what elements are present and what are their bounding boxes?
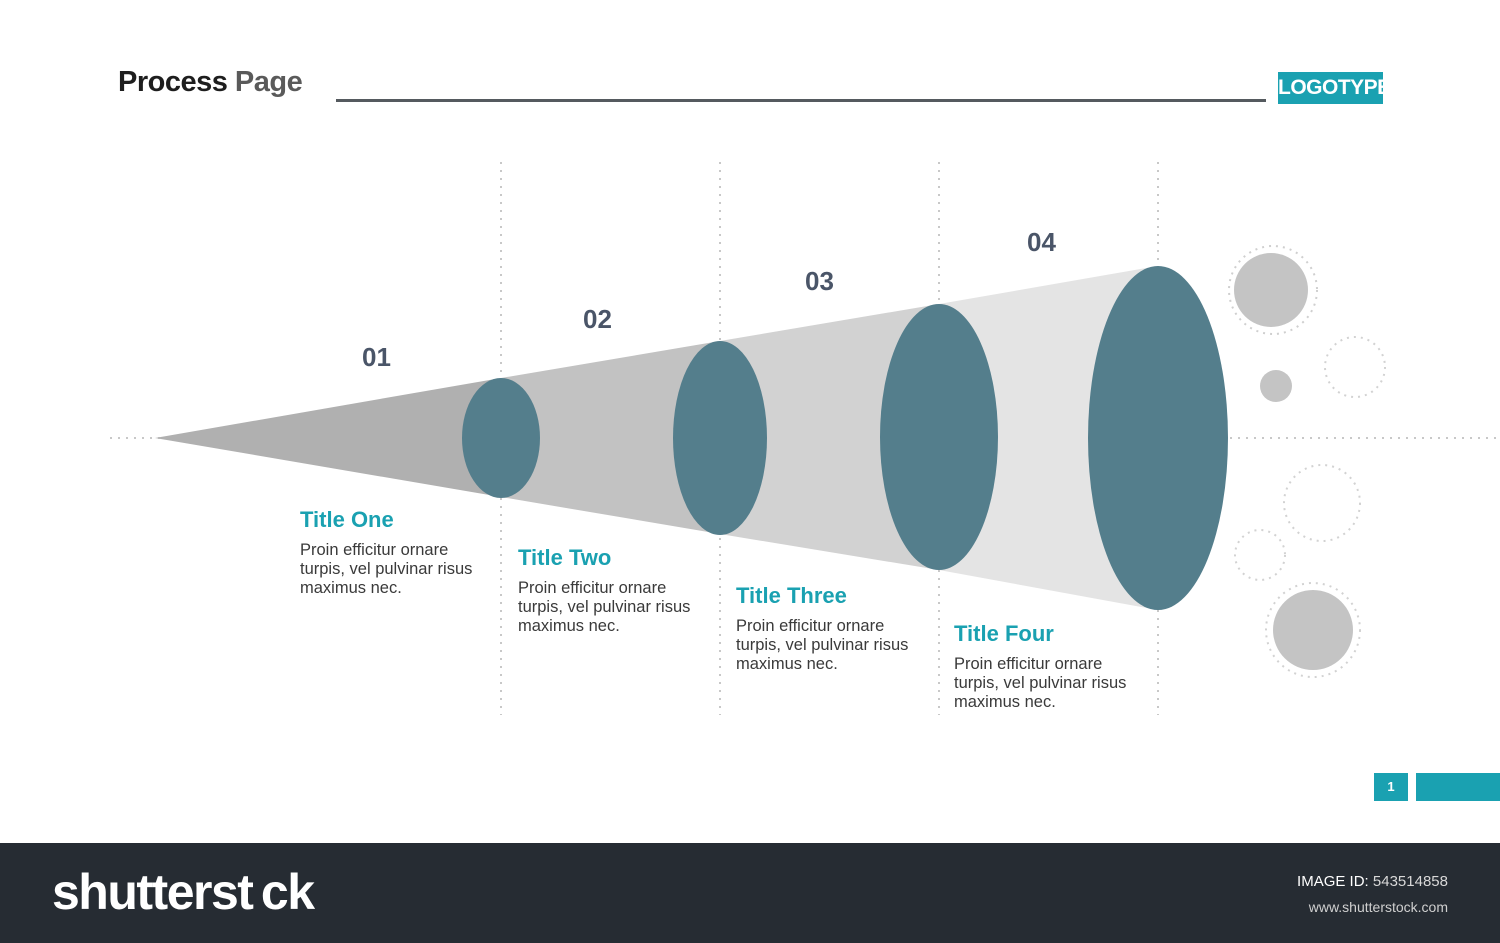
footer-brand-logo: shutterst ck bbox=[52, 864, 315, 920]
stage-ellipse-3 bbox=[880, 304, 998, 570]
step-text-4: Proin efficitur ornare turpis, vel pulvi… bbox=[954, 655, 1127, 711]
footer: shutterst ck IMAGE ID: 543514858 www.shu… bbox=[0, 843, 1500, 943]
page-number: 1 bbox=[1374, 773, 1408, 801]
step-number-4: 04 bbox=[1027, 227, 1056, 257]
deco-circle-ring-2 bbox=[1324, 336, 1386, 398]
step-text-3: Proin efficitur ornare turpis, vel pulvi… bbox=[736, 617, 909, 673]
stage-ellipse-1 bbox=[462, 378, 540, 498]
deco-circle-3 bbox=[1273, 590, 1353, 670]
image-id-label: IMAGE ID: bbox=[1297, 873, 1369, 890]
stage-ellipse-4 bbox=[1088, 266, 1228, 610]
step-number-2: 02 bbox=[583, 304, 612, 334]
cone-diagram: 01 02 03 04 bbox=[110, 162, 1500, 715]
page-title-main: Process bbox=[118, 66, 228, 98]
step-text-1: Proin efficitur ornare turpis, vel pulvi… bbox=[300, 541, 473, 597]
cone-segment-2 bbox=[501, 341, 720, 534]
cone-segment-3 bbox=[720, 304, 939, 570]
cone-segment-1 bbox=[155, 378, 501, 497]
decorative-circles bbox=[1228, 245, 1386, 678]
step-number-1: 01 bbox=[362, 342, 391, 372]
logotype: LOGOTYPE bbox=[1278, 72, 1391, 104]
step-title-3: Title Three bbox=[736, 583, 847, 608]
slide: Process Page LOGOTYPE bbox=[110, 66, 1500, 801]
footer-url: www.shutterstock.com bbox=[1308, 899, 1448, 915]
step-number-3: 03 bbox=[805, 266, 834, 296]
page-bar bbox=[1416, 773, 1500, 801]
deco-circle-ring-1 bbox=[1228, 245, 1318, 335]
header-rule bbox=[336, 99, 1266, 102]
deco-circle-2 bbox=[1260, 370, 1292, 402]
page-title: Process Page bbox=[118, 66, 303, 99]
image-id-value: 543514858 bbox=[1372, 873, 1448, 890]
deco-circle-ring-5 bbox=[1265, 582, 1361, 678]
image-id: IMAGE ID: 543514858 bbox=[1297, 873, 1448, 890]
step-title-1: Title One bbox=[300, 507, 394, 532]
page-title-accent: Page bbox=[234, 66, 303, 98]
deco-circle-ring-4 bbox=[1234, 529, 1286, 581]
step-text-2: Proin efficitur ornare turpis, vel pulvi… bbox=[518, 579, 691, 635]
deco-circle-ring-3 bbox=[1283, 464, 1361, 542]
deco-circle-1 bbox=[1234, 253, 1308, 327]
step-title-2: Title Two bbox=[518, 545, 612, 570]
step-title-4: Title Four bbox=[954, 621, 1054, 646]
stage-ellipse-2 bbox=[673, 341, 767, 535]
